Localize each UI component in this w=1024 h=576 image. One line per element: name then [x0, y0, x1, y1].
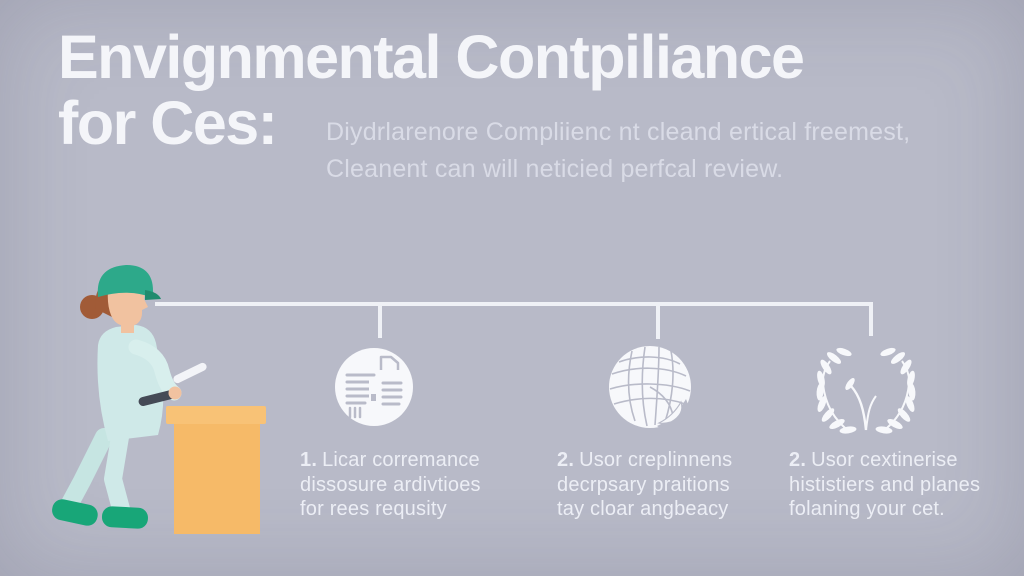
step-3-line-3: folaning your cet. — [789, 498, 945, 520]
subtitle: Diydrlarenore Compliienc nt cleand ertic… — [326, 114, 910, 188]
connector-drop-2 — [656, 302, 660, 339]
worker-front-leg — [104, 428, 130, 518]
step-1-line-1: 1.Licar corremance — [300, 449, 480, 471]
worker-illustration — [52, 265, 266, 534]
connector-drop-1 — [378, 302, 382, 338]
green-hard-hat — [97, 265, 154, 298]
inspection-tool-tip — [173, 362, 207, 384]
step-2-line-3: tay cloar angbeacy — [557, 498, 729, 520]
title-line-2: for Ces: — [58, 89, 278, 157]
step-1-line-3: for rees requsity — [300, 498, 447, 520]
step-3-text: 2.Usor cextinerise hististiers and plane… — [789, 448, 980, 522]
subtitle-line-1: Diydrlarenore Compliienc nt cleand ertic… — [326, 118, 911, 146]
laurel-wreath-icon — [814, 345, 918, 436]
step-1-number: 1. — [300, 449, 318, 471]
worker-arm — [128, 339, 182, 401]
worker-back-shoe — [52, 499, 98, 526]
hat-brim — [145, 290, 161, 300]
step-2-line-2: decrpsary praitions — [557, 473, 730, 496]
step-2-line-1: 2.Usor creplinnens — [557, 449, 733, 471]
step-1-line-2: dissosure ardivtioes — [300, 473, 481, 496]
step-2-text: 2.Usor creplinnens decrpsary praitions t… — [557, 448, 732, 522]
page-title: Envignmental Contpiliance for Ces: — [58, 23, 805, 157]
report-document-icon — [335, 348, 413, 426]
connector-horizontal-line — [155, 302, 873, 306]
orange-podium — [166, 406, 266, 534]
step-3-line-1: 2.Usor cextinerise — [789, 449, 958, 471]
step-2-number: 2. — [557, 449, 575, 471]
globe-grid-icon — [609, 346, 691, 429]
subtitle-line-2: Cleanent can will neticied perfcal revie… — [326, 155, 784, 183]
step-1-text: 1.Licar corremance dissosure ardivtioes … — [300, 448, 481, 522]
worker-back-leg — [59, 428, 113, 516]
step-3-line-2: hististiers and planes — [789, 473, 981, 496]
worker-hand — [168, 386, 182, 400]
connector-drop-3 — [869, 302, 873, 336]
step-3-number: 2. — [789, 449, 807, 471]
worker-front-shoe — [101, 506, 148, 529]
sprout — [850, 385, 877, 431]
title-line-1: Envignmental Contpiliance — [58, 23, 805, 91]
